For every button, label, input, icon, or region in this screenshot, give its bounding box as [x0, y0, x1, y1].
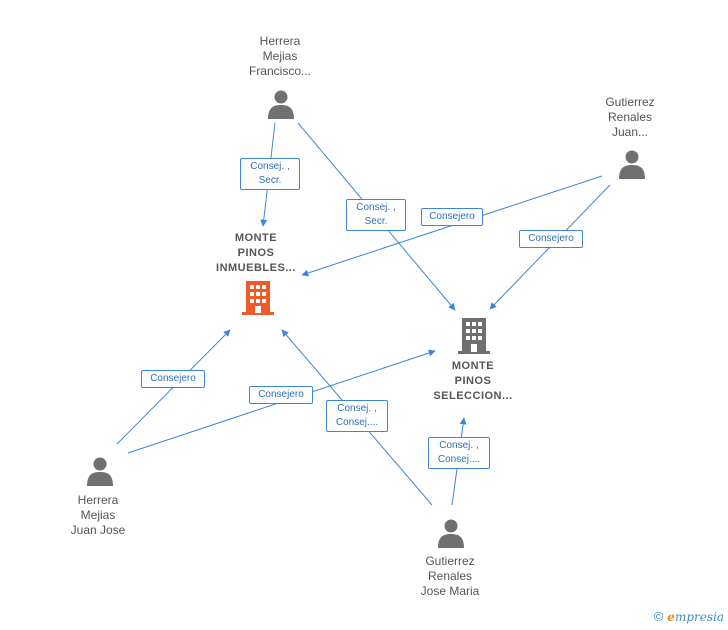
- edge-label-juanr-inmuebles[interactable]: Consejero: [421, 208, 483, 226]
- person-node-herrera-mejias-juan-jose[interactable]: Herrera Mejias Juan Jose: [48, 493, 148, 538]
- edge-label-line: Consej....: [335, 417, 379, 428]
- node-name-line: Gutierrez: [425, 554, 475, 568]
- node-name-line: PINOS: [237, 247, 275, 259]
- company-node-monte-pinos-seleccion[interactable]: MONTE PINOS SELECCION...: [418, 359, 528, 404]
- node-name-line: Francisco...: [248, 64, 311, 78]
- edge-label-line: Consej. ,: [356, 202, 396, 213]
- node-name-line: Herrera: [259, 34, 301, 48]
- edge-label-francisco-inmuebles[interactable]: Consej. , Secr.: [240, 158, 300, 190]
- brand-initial: e: [667, 610, 675, 624]
- edge-label-juanjose-seleccion[interactable]: Consejero: [249, 386, 313, 404]
- edge-label-josemaria-seleccion[interactable]: Consej. , Consej....: [428, 437, 490, 469]
- person-node-gutierrez-renales-jose-maria[interactable]: Gutierrez Renales Jose Maria: [398, 554, 502, 599]
- node-name-line: Herrera: [77, 493, 119, 507]
- person-node-gutierrez-renales-juan[interactable]: Gutierrez Renales Juan...: [580, 95, 680, 140]
- person-icon: [438, 519, 464, 548]
- building-icon: [242, 281, 274, 315]
- node-name-line: MONTE: [234, 232, 278, 244]
- edge-label-juanjose-inmuebles[interactable]: Consejero: [141, 370, 205, 388]
- node-name-line: Renales: [607, 110, 653, 124]
- edge-label-line: Consej. ,: [250, 161, 290, 172]
- edge-label-line: Consej....: [437, 454, 481, 465]
- node-name-line: Mejias: [262, 49, 298, 63]
- edge-label-line: Consejero: [258, 389, 304, 400]
- empresia-logo[interactable]: ©empresia: [654, 609, 724, 624]
- edge-label-line: Secr.: [258, 175, 282, 186]
- building-icon: [458, 318, 490, 354]
- node-name-line: Renales: [427, 569, 473, 583]
- node-name-line: Juan...: [611, 125, 649, 139]
- person-icon: [268, 90, 294, 119]
- person-node-herrera-mejias-francisco[interactable]: Herrera Mejias Francisco...: [230, 34, 330, 79]
- person-icon: [87, 457, 113, 486]
- edge-label-line: Consejero: [429, 211, 475, 222]
- company-node-monte-pinos-inmuebles[interactable]: MONTE PINOS INMUEBLES...: [200, 231, 312, 276]
- node-name-line: SELECCION...: [433, 390, 513, 402]
- brand-rest: mpresia: [674, 610, 724, 624]
- person-icon: [619, 150, 645, 179]
- edge-label-line: Consej. ,: [439, 440, 479, 451]
- node-name-line: Gutierrez: [605, 95, 655, 109]
- copyright-icon: ©: [653, 609, 664, 624]
- edge-label-line: Consejero: [150, 373, 196, 384]
- node-name-line: PINOS: [454, 375, 492, 387]
- edge-label-josemaria-inmuebles[interactable]: Consej. , Consej....: [326, 400, 388, 432]
- node-name-line: Jose Maria: [420, 584, 480, 598]
- edge-label-line: Consejero: [528, 233, 574, 244]
- node-name-line: Juan Jose: [70, 523, 126, 537]
- edge-label-francisco-seleccion[interactable]: Consej. , Secr.: [346, 199, 406, 231]
- node-name-line: INMUEBLES...: [216, 262, 296, 274]
- edge-label-line: Consej. ,: [337, 403, 377, 414]
- edge-label-line: Secr.: [364, 216, 388, 227]
- node-name-line: Mejias: [80, 508, 116, 522]
- edge-label-juanr-seleccion[interactable]: Consejero: [519, 230, 583, 248]
- node-name-line: MONTE: [451, 360, 495, 372]
